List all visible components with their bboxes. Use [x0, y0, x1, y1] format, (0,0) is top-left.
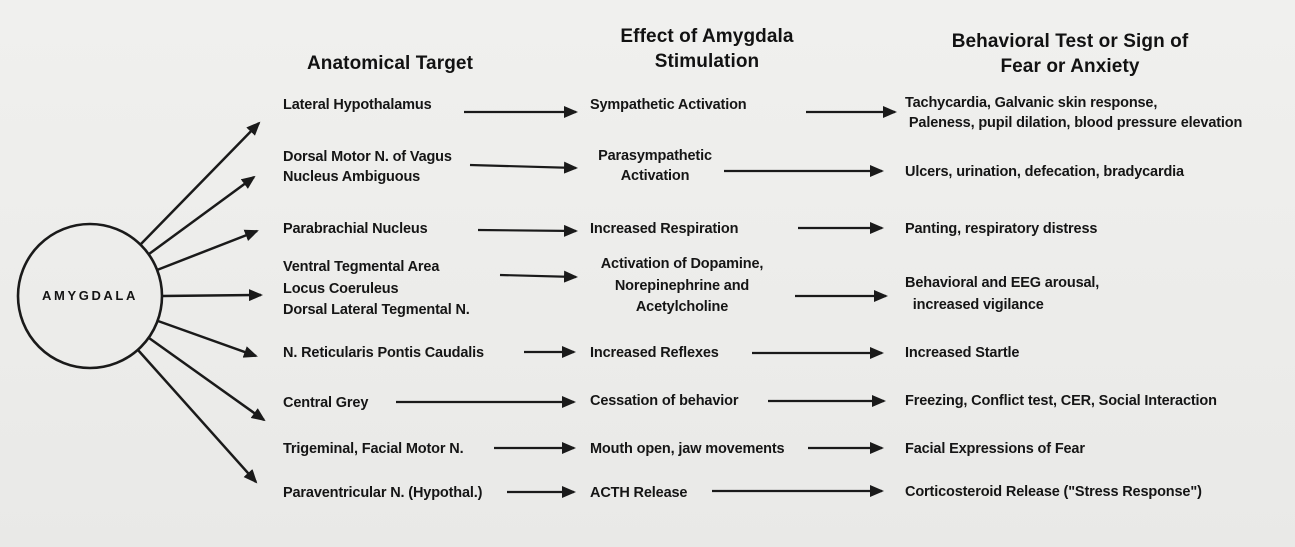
row-5-target: N. Reticularis Pontis Caudalis: [283, 345, 484, 361]
fan-arrow-5: [157, 319, 258, 358]
row-4-arrow-1: [499, 270, 578, 283]
row-2-effect: Parasympathetic Activation: [598, 148, 712, 184]
row-2-arrow-1: [469, 161, 578, 174]
row-3-effect: Increased Respiration: [590, 221, 739, 237]
header-effect-of-stimulation: Effect of Amygdala Stimulation: [620, 26, 794, 72]
amygdala-node-label: AMYGDALA: [42, 288, 138, 303]
fan-arrow-2: [148, 175, 256, 256]
row-4-behavior: Behavioral and EEG arousal, increased vi…: [905, 275, 1100, 313]
row-3-target: Parabrachial Nucleus: [283, 221, 428, 237]
row-3-arrow-1: [477, 224, 578, 237]
row-8-target: Paraventricular N. (Hypothal.): [283, 485, 483, 501]
fan-arrow-6: [148, 336, 266, 422]
row-1-effect: Sympathetic Activation: [590, 97, 747, 113]
header-anatomical-target: Anatomical Target: [306, 53, 474, 74]
header-behavioral-test: Behavioral Test or Sign of Fear or Anxie…: [951, 31, 1189, 77]
row-8-effect: ACTH Release: [590, 485, 688, 501]
row-2-behavior: Ulcers, urination, defecation, bradycard…: [905, 164, 1184, 180]
row-7-effect: Mouth open, jaw movements: [590, 441, 785, 457]
row-4-effect: Activation of Dopamine, Norepinephrine a…: [600, 256, 764, 315]
row-3-behavior: Panting, respiratory distress: [905, 221, 1098, 237]
row-6-effect: Cessation of behavior: [590, 393, 739, 409]
fan-arrows: [137, 121, 266, 484]
row-5-effect: Increased Reflexes: [590, 345, 719, 361]
fan-arrow-4: [161, 289, 263, 302]
row-7-target: Trigeminal, Facial Motor N.: [283, 441, 464, 457]
fan-arrow-7: [137, 349, 258, 484]
row-5-behavior: Increased Startle: [905, 345, 1020, 361]
fan-arrow-1: [139, 121, 261, 246]
row-7-behavior: Facial Expressions of Fear: [905, 441, 1085, 457]
row-6-behavior: Freezing, Conflict test, CER, Social Int…: [905, 393, 1217, 409]
row-4-target: Ventral Tegmental Area Locus Coeruleus D…: [283, 259, 470, 318]
row-6-target: Central Grey: [283, 395, 369, 411]
fan-arrow-3: [156, 229, 259, 272]
row-1-target: Lateral Hypothalamus: [283, 97, 432, 113]
row-8-behavior: Corticosteroid Release ("Stress Response…: [905, 484, 1202, 500]
row-2-target: Dorsal Motor N. of Vagus Nucleus Ambiguo…: [283, 149, 452, 185]
row-1-behavior: Tachycardia, Galvanic skin response, Pal…: [905, 95, 1243, 131]
row-arrows: [396, 106, 897, 498]
